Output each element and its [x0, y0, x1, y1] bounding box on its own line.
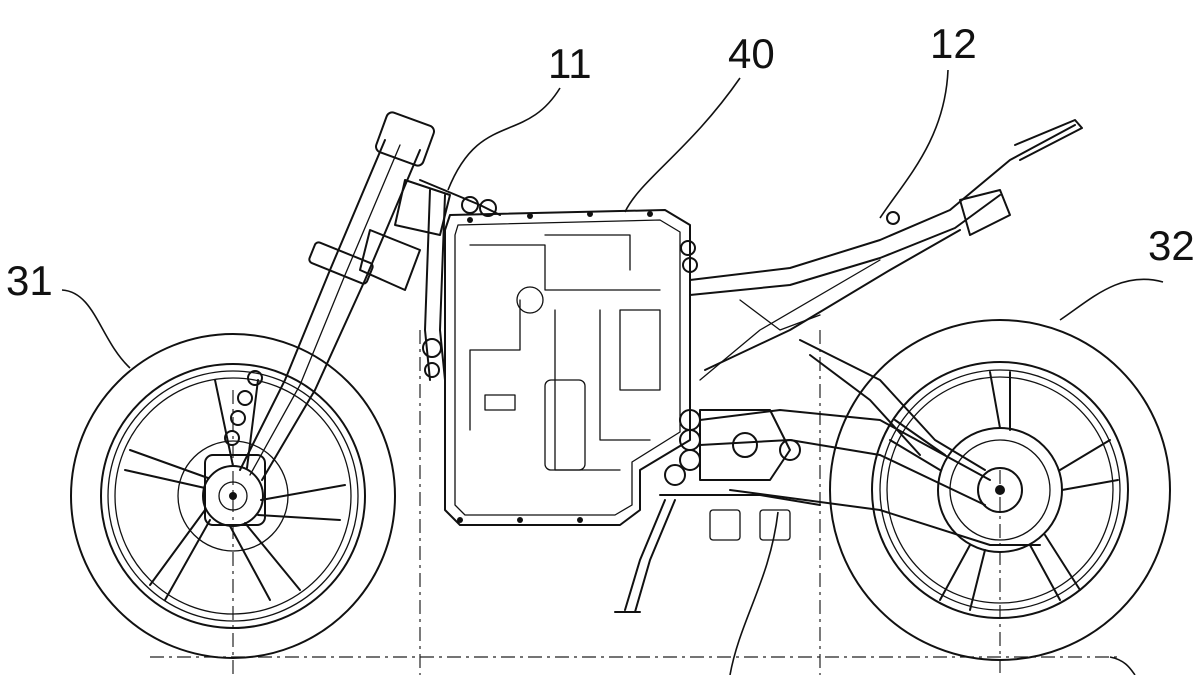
rear-wheel [829, 319, 1171, 661]
front-wheel-spokes [124, 379, 346, 601]
side-stand [614, 499, 676, 613]
rear-wheel-spokes [889, 371, 1119, 611]
foot-peg-bracket [659, 494, 821, 541]
fork-brake-caliper [224, 370, 263, 446]
center-lines [150, 330, 1120, 675]
ref-numeral-11: 11 [548, 40, 592, 87]
rear-subframe [680, 119, 1083, 381]
front-brake-disc [177, 440, 289, 552]
ref-numeral-12: 12 [930, 20, 977, 67]
motor-assembly [664, 409, 801, 486]
front-wheel [70, 333, 396, 659]
leader-31 [61, 289, 131, 369]
battery-pack [444, 209, 691, 526]
front-fork [224, 111, 451, 481]
reference-numerals: 11 40 12 31 32 [6, 20, 1195, 304]
leader-bottom-right [1109, 656, 1136, 675]
leader-40 [624, 77, 741, 213]
ref-numeral-31: 31 [6, 257, 53, 304]
swingarm [699, 339, 1041, 546]
leader-32 [1059, 278, 1164, 321]
battery-channels [469, 234, 661, 471]
leader-bottom-left [729, 511, 779, 675]
ref-numeral-32: 32 [1148, 222, 1195, 269]
ref-numeral-40: 40 [728, 30, 775, 77]
battery-bolts [457, 211, 653, 523]
leader-11 [447, 87, 561, 191]
leader-12 [879, 69, 949, 219]
main-frame [419, 179, 501, 381]
leader-lines [61, 69, 1164, 675]
